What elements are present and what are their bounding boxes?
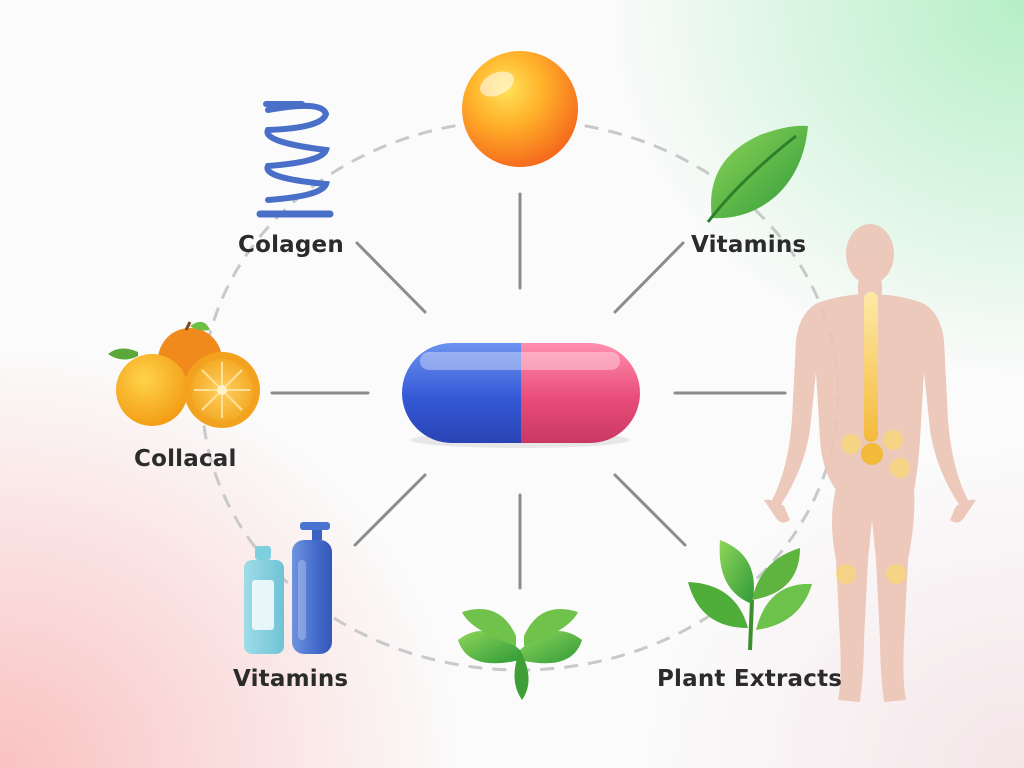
plant-leaves-icon — [688, 540, 812, 651]
label-collacal: Collacal — [134, 446, 237, 472]
label-vitamins-leaf: Vitamins — [691, 232, 807, 258]
connector-top-left — [355, 241, 427, 314]
human-body-icon — [764, 224, 976, 702]
label-vitamins-bottles: Vitamins — [233, 666, 349, 692]
leaf-icon — [706, 125, 808, 223]
label-plant-extracts: Plant Extracts — [657, 666, 843, 692]
citrus-fruit-icon — [108, 321, 260, 428]
capsule-icon — [402, 343, 640, 448]
orange-sphere-icon — [462, 51, 578, 167]
spring-icon — [256, 101, 334, 218]
spine-highlight — [864, 292, 878, 442]
label-colagen: Colagen — [238, 232, 344, 258]
connector-bottom-left — [353, 473, 427, 547]
connector-lines — [270, 192, 787, 590]
bottles-icon — [244, 522, 332, 654]
connector-bottom-right — [613, 473, 687, 547]
four-leaf-herb-icon — [458, 609, 582, 700]
connector-top-right — [613, 241, 685, 314]
